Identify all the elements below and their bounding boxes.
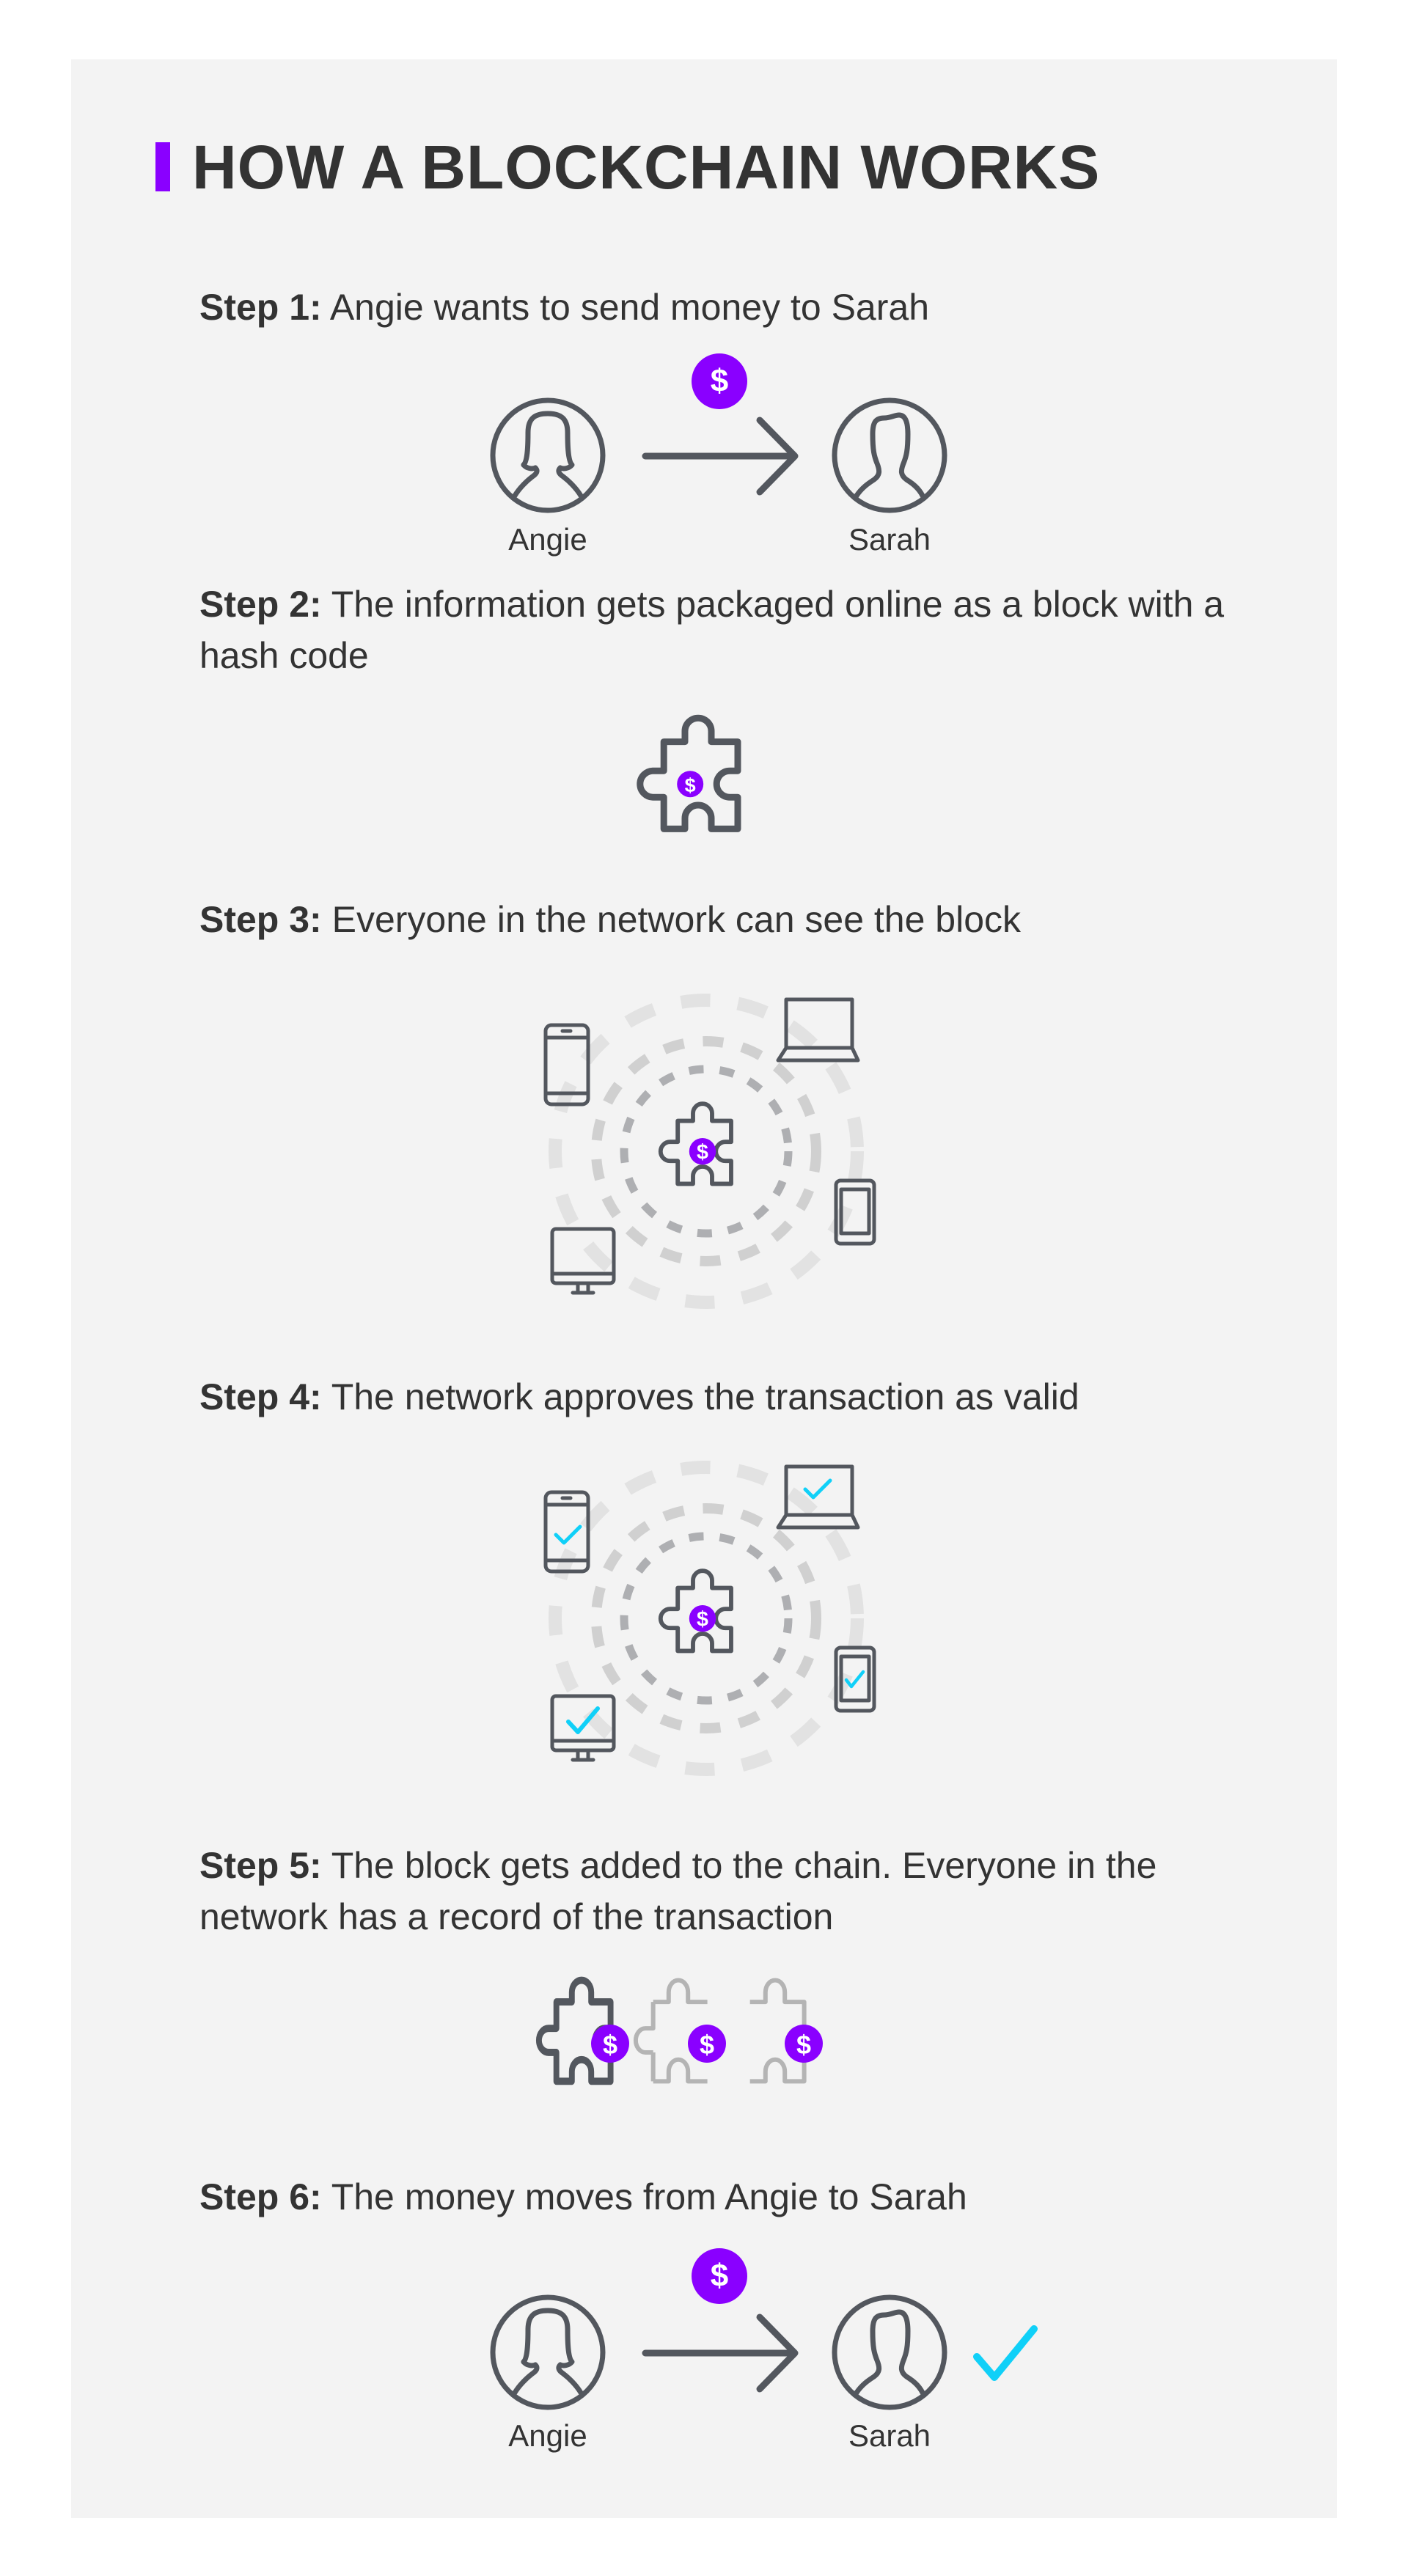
receiver-name-label: Sarah — [848, 2418, 931, 2453]
step-3: Step 3: Everyone in the network can see … — [199, 894, 1255, 945]
puzzle-piece-icon — [636, 1981, 708, 2082]
sender-name-label: Angie — [508, 2418, 587, 2453]
svg-text:$: $ — [603, 2030, 617, 2060]
step-1-label: Step 1: — [199, 287, 322, 328]
svg-text:$: $ — [700, 2030, 714, 2060]
svg-text:$: $ — [711, 2258, 728, 2294]
person-silhouette-icon — [490, 397, 606, 513]
smartphone-icon — [543, 1490, 590, 1574]
desktop-monitor-icon — [550, 1227, 616, 1295]
tablet-icon — [834, 1645, 876, 1713]
laptop-icon — [776, 997, 860, 1063]
sender-name-label: Angie — [508, 522, 587, 557]
svg-text:$: $ — [796, 2030, 811, 2060]
step-4-label: Step 4: — [199, 1376, 322, 1417]
tablet-icon — [834, 1178, 876, 1246]
step-4-text: The network approves the transaction as … — [321, 1376, 1079, 1417]
svg-text:$: $ — [685, 774, 696, 796]
network-broadcast-illustration: $ — [543, 994, 876, 1309]
step-2-text: The information gets packaged online as … — [199, 584, 1225, 676]
page-title: HOW A BLOCKCHAIN WORKS — [192, 133, 1101, 202]
arrow-right-icon — [642, 417, 799, 496]
laptop-icon — [776, 1464, 860, 1530]
step-6-label: Step 6: — [199, 2176, 322, 2217]
checkmark-icon — [844, 1670, 865, 1689]
infographic-panel — [71, 59, 1337, 2518]
checkmark-icon — [566, 1706, 600, 1734]
dollar-coin-icon: $ — [692, 353, 747, 409]
step-2-label: Step 2: — [199, 584, 322, 625]
receiver-name-label: Sarah — [848, 522, 931, 557]
desktop-monitor-icon — [550, 1694, 616, 1762]
dollar-coin-icon: $ — [688, 2025, 726, 2063]
step-6-text: The money moves from Angie to Sarah — [321, 2176, 967, 2217]
network-approval-illustration: $ — [543, 1461, 876, 1776]
puzzle-piece-icon: $ — [661, 1104, 731, 1184]
checkmark-icon — [803, 1478, 832, 1500]
step-5-label: Step 5: — [199, 1845, 322, 1886]
person-silhouette-icon — [490, 2294, 606, 2410]
step-3-text: Everyone in the network can see the bloc… — [321, 899, 1022, 940]
step-4: Step 4: The network approves the transac… — [199, 1371, 1255, 1423]
puzzle-piece-icon: $ — [632, 713, 764, 845]
step-1: Step 1: Angie wants to send money to Sar… — [199, 282, 1255, 333]
checkmark-icon — [973, 2325, 1038, 2381]
dollar-coin-icon: $ — [692, 2248, 747, 2304]
step-6: Step 6: The money moves from Angie to Sa… — [199, 2171, 1255, 2223]
step-5-text: The block gets added to the chain. Every… — [199, 1845, 1157, 1937]
svg-text:$: $ — [697, 1141, 708, 1164]
step-1-text: Angie wants to send money to Sarah — [321, 287, 929, 328]
person-silhouette-icon — [832, 2294, 947, 2410]
puzzle-piece-icon: $ — [661, 1571, 731, 1651]
dollar-coin-icon: $ — [785, 2025, 823, 2063]
step-2: Step 2: The information gets packaged on… — [199, 579, 1255, 681]
arrow-right-icon — [642, 2313, 799, 2393]
step-5: Step 5: The block gets added to the chai… — [199, 1840, 1255, 1942]
step-3-label: Step 3: — [199, 899, 322, 940]
person-silhouette-icon — [832, 397, 947, 513]
svg-text:$: $ — [711, 363, 728, 399]
checkmark-icon — [554, 1524, 582, 1545]
title-accent-bar — [155, 142, 170, 191]
smartphone-icon — [543, 1023, 590, 1107]
dollar-coin-icon: $ — [591, 2025, 629, 2063]
blockchain-chain-illustration: $ $ $ — [535, 1973, 823, 2134]
svg-text:$: $ — [697, 1608, 708, 1632]
